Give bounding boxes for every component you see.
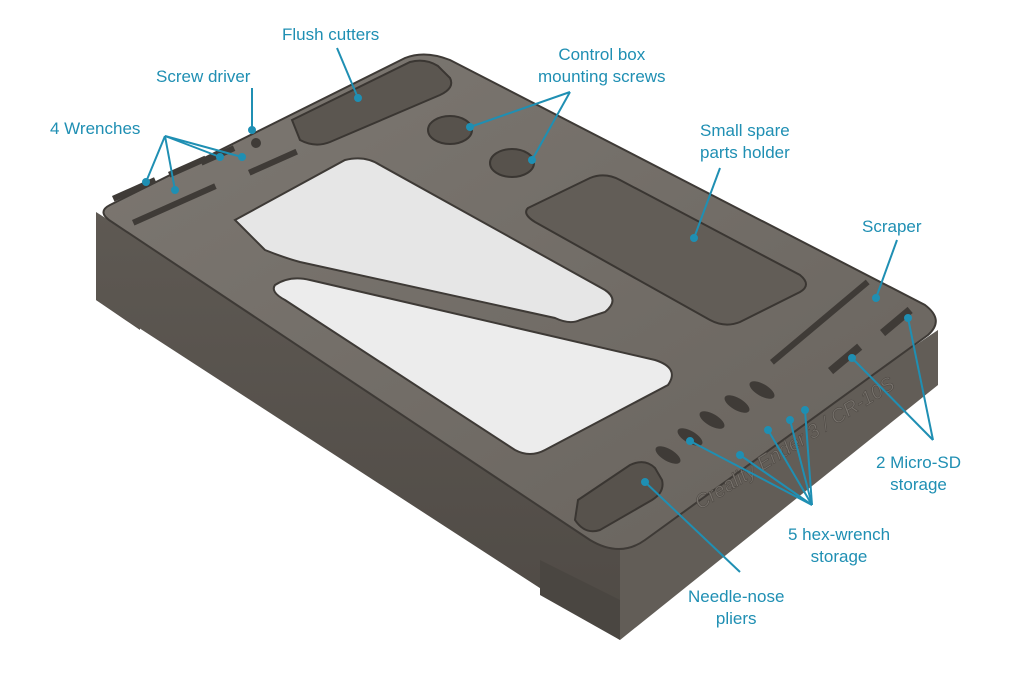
cutout-upper bbox=[233, 157, 614, 324]
label-wrenches-line1: 4 Wrenches bbox=[50, 119, 141, 138]
label-control-box: Control box mounting screws bbox=[538, 44, 666, 88]
label-needle-nose-line2: pliers bbox=[715, 609, 757, 628]
label-control-box-line1: Control box bbox=[558, 45, 646, 64]
label-hex-wrench: 5 hex-wrench storage bbox=[788, 524, 890, 568]
label-hex-wrench-line1: 5 hex-wrench bbox=[788, 525, 891, 544]
label-spare-parts-line2: parts holder bbox=[700, 143, 790, 162]
label-screw-driver-line1: Screw driver bbox=[156, 67, 251, 86]
label-screw-driver: Screw driver bbox=[156, 66, 250, 88]
label-scraper: Scraper bbox=[862, 216, 922, 238]
label-control-box-line2: mounting screws bbox=[538, 67, 666, 86]
cutout-lower bbox=[272, 277, 673, 455]
label-scraper-line1: Scraper bbox=[862, 217, 922, 236]
label-micro-sd-line2: storage bbox=[890, 475, 947, 494]
right-slots bbox=[769, 279, 913, 375]
screw-driver-hole bbox=[251, 138, 261, 148]
label-hex-wrench-line2: storage bbox=[810, 547, 868, 566]
right-side-wall bbox=[620, 330, 938, 640]
label-needle-nose-line1: Needle-nose bbox=[688, 587, 785, 606]
label-flush-cutters-line1: Flush cutters bbox=[282, 25, 380, 44]
label-wrenches: 4 Wrenches bbox=[50, 118, 140, 140]
flush-cutters-pocket bbox=[290, 59, 453, 146]
label-needle-nose: Needle-nose pliers bbox=[688, 586, 784, 630]
front-side-wall bbox=[96, 212, 620, 640]
label-flush-cutters: Flush cutters bbox=[282, 24, 379, 46]
leader-lines bbox=[142, 47, 934, 573]
label-spare-parts-line1: Small spare bbox=[700, 121, 790, 140]
needle-nose-pocket bbox=[573, 461, 664, 533]
control-box-screw-hole-2 bbox=[489, 148, 535, 178]
spare-parts-pocket bbox=[525, 174, 807, 326]
front-leg bbox=[540, 560, 620, 640]
label-micro-sd-line1: 2 Micro-SD bbox=[876, 453, 962, 472]
control-box-screw-hole-1 bbox=[427, 115, 473, 145]
label-micro-sd: 2 Micro-SD storage bbox=[876, 452, 961, 496]
label-spare-parts: Small spare parts holder bbox=[700, 120, 790, 164]
